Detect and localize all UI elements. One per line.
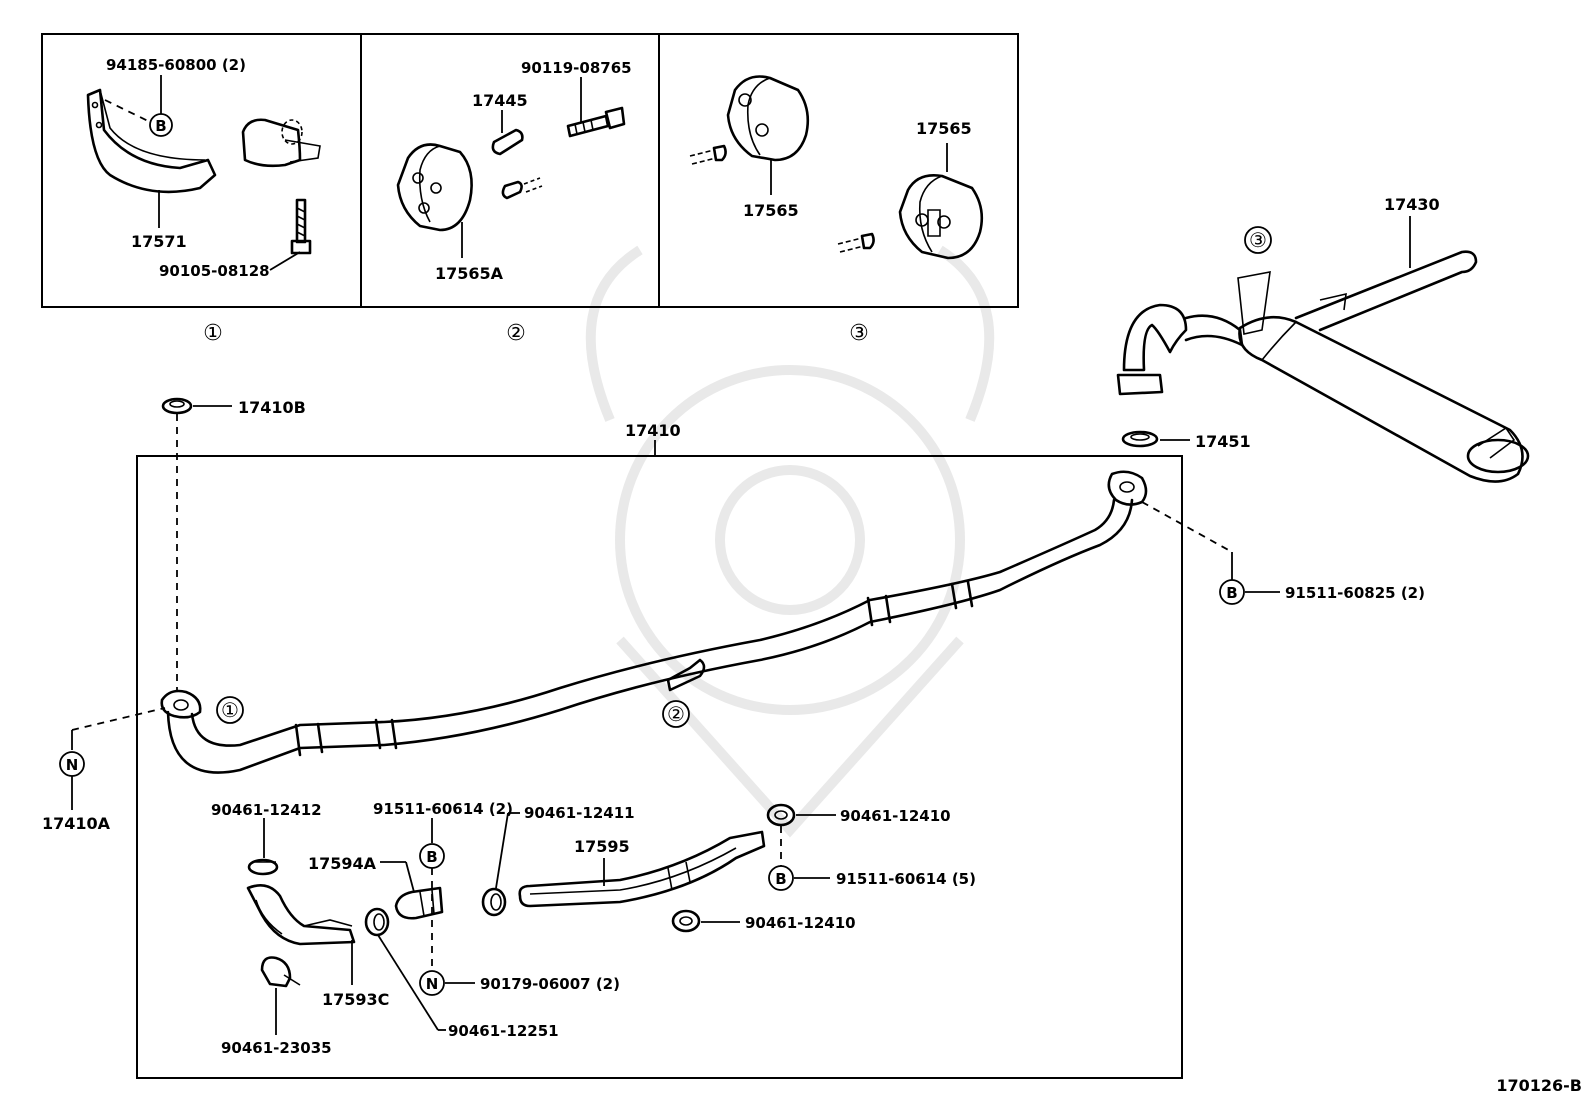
label-17410A: 17410A: [42, 814, 111, 833]
ref-letter-b: B: [155, 117, 166, 135]
diagram-id: 170126-B: [1496, 1076, 1582, 1095]
bolt-90105-08128-icon[interactable]: [290, 198, 312, 255]
ref-letter-b-flange: B: [1226, 584, 1237, 602]
label-94185-60800: 94185-60800 (2): [106, 56, 246, 74]
ref-letter-n: N: [66, 756, 79, 774]
label-17451: 17451: [1195, 432, 1251, 451]
ref-marker-2-pipe: ②: [667, 702, 685, 726]
bolt-dashline: [104, 99, 149, 122]
stud-lower-icon[interactable]: [837, 232, 875, 253]
clamp-90461-23035[interactable]: [260, 956, 301, 988]
label-17445: 17445: [472, 91, 528, 110]
label-90461-12410-upper: 90461-12410: [840, 807, 951, 825]
inset-box: [41, 33, 1019, 308]
label-17565-upper: 17565: [743, 201, 799, 220]
label-90119-08765: 90119-08765: [521, 59, 632, 77]
label-17410: 17410: [625, 421, 681, 440]
watermark-emblem: [585, 245, 995, 838]
ref-marker-3-muffler: ③: [1249, 228, 1267, 252]
clamp-90461-12251[interactable]: [364, 907, 390, 937]
insulator-17594A[interactable]: [394, 886, 444, 920]
label-17565-lower: 17565: [916, 119, 972, 138]
bolt-90119-08765-icon[interactable]: [566, 106, 626, 138]
inset-marker-1: ①: [203, 321, 223, 346]
label-90179-06007: 90179-06007 (2): [480, 975, 620, 993]
ref-circle-1-pipe: [216, 696, 244, 724]
ref-letter-b-insulator: B: [426, 848, 437, 866]
pin-17445-icon[interactable]: [491, 128, 524, 156]
ref-circle-n-nut: [419, 970, 445, 996]
gasket-17410B[interactable]: [161, 397, 193, 415]
clamp-band-icon[interactable]: [241, 118, 321, 168]
label-91511-60614-2: 91511-60614 (2): [373, 800, 513, 818]
ref-circle-2-pipe: [662, 700, 690, 728]
exhaust-pipe-box: [136, 455, 1183, 1079]
bracket-17571[interactable]: [86, 88, 217, 194]
clamp-90461-12412[interactable]: [247, 858, 279, 876]
label-90461-12410-lower: 90461-12410: [745, 914, 856, 932]
stud-upper-icon[interactable]: [689, 144, 727, 165]
gasket-17451[interactable]: [1121, 430, 1159, 448]
label-17430: 17430: [1384, 195, 1440, 214]
label-90105-08128: 90105-08128: [159, 262, 270, 280]
label-91511-60825: 91511-60825 (2): [1285, 584, 1425, 602]
label-17594A: 17594A: [308, 854, 377, 873]
ref-circle-3-muffler: [1244, 226, 1272, 254]
clamp-90461-12410-upper[interactable]: [766, 803, 796, 827]
insulator-17595[interactable]: [518, 830, 766, 908]
plug-icon[interactable]: [501, 177, 543, 200]
label-17593C: 17593C: [322, 990, 389, 1009]
label-90461-12251: 90461-12251: [448, 1022, 559, 1040]
label-90461-23035: 90461-23035: [221, 1039, 332, 1057]
label-17410B: 17410B: [238, 398, 306, 417]
inset-marker-2: ②: [506, 321, 526, 346]
bolt-b-dashline: [1141, 501, 1233, 553]
label-90461-12412: 90461-12412: [211, 801, 322, 819]
tail-pipe-muffler-17430[interactable]: [1116, 250, 1530, 483]
exhaust-pipe-17410[interactable]: [160, 470, 1148, 774]
label-91511-60614-5: 91511-60614 (5): [836, 870, 976, 888]
gasket-n-dashline: [71, 707, 166, 731]
insulator-17593C[interactable]: [246, 884, 356, 946]
ref-circle-b-clamp: [768, 865, 794, 891]
clamp-90461-12410-lower[interactable]: [671, 909, 701, 933]
label-90461-12411: 90461-12411: [524, 804, 635, 822]
hanger-17565-upper[interactable]: [726, 75, 810, 162]
hanger-17565-lower[interactable]: [898, 174, 984, 260]
ref-marker-1-pipe: ①: [221, 698, 239, 722]
hanger-17565A[interactable]: [396, 143, 473, 232]
ref-circle-b-flange: [1219, 579, 1245, 605]
clamp-90461-12411[interactable]: [481, 887, 507, 917]
label-17565A: 17565A: [435, 264, 504, 283]
ref-letter-n-nut: N: [426, 975, 439, 993]
inset-marker-3: ③: [849, 321, 869, 346]
ref-letter-b-clamp: B: [775, 870, 786, 888]
label-17571: 17571: [131, 232, 187, 251]
label-17595: 17595: [574, 837, 630, 856]
